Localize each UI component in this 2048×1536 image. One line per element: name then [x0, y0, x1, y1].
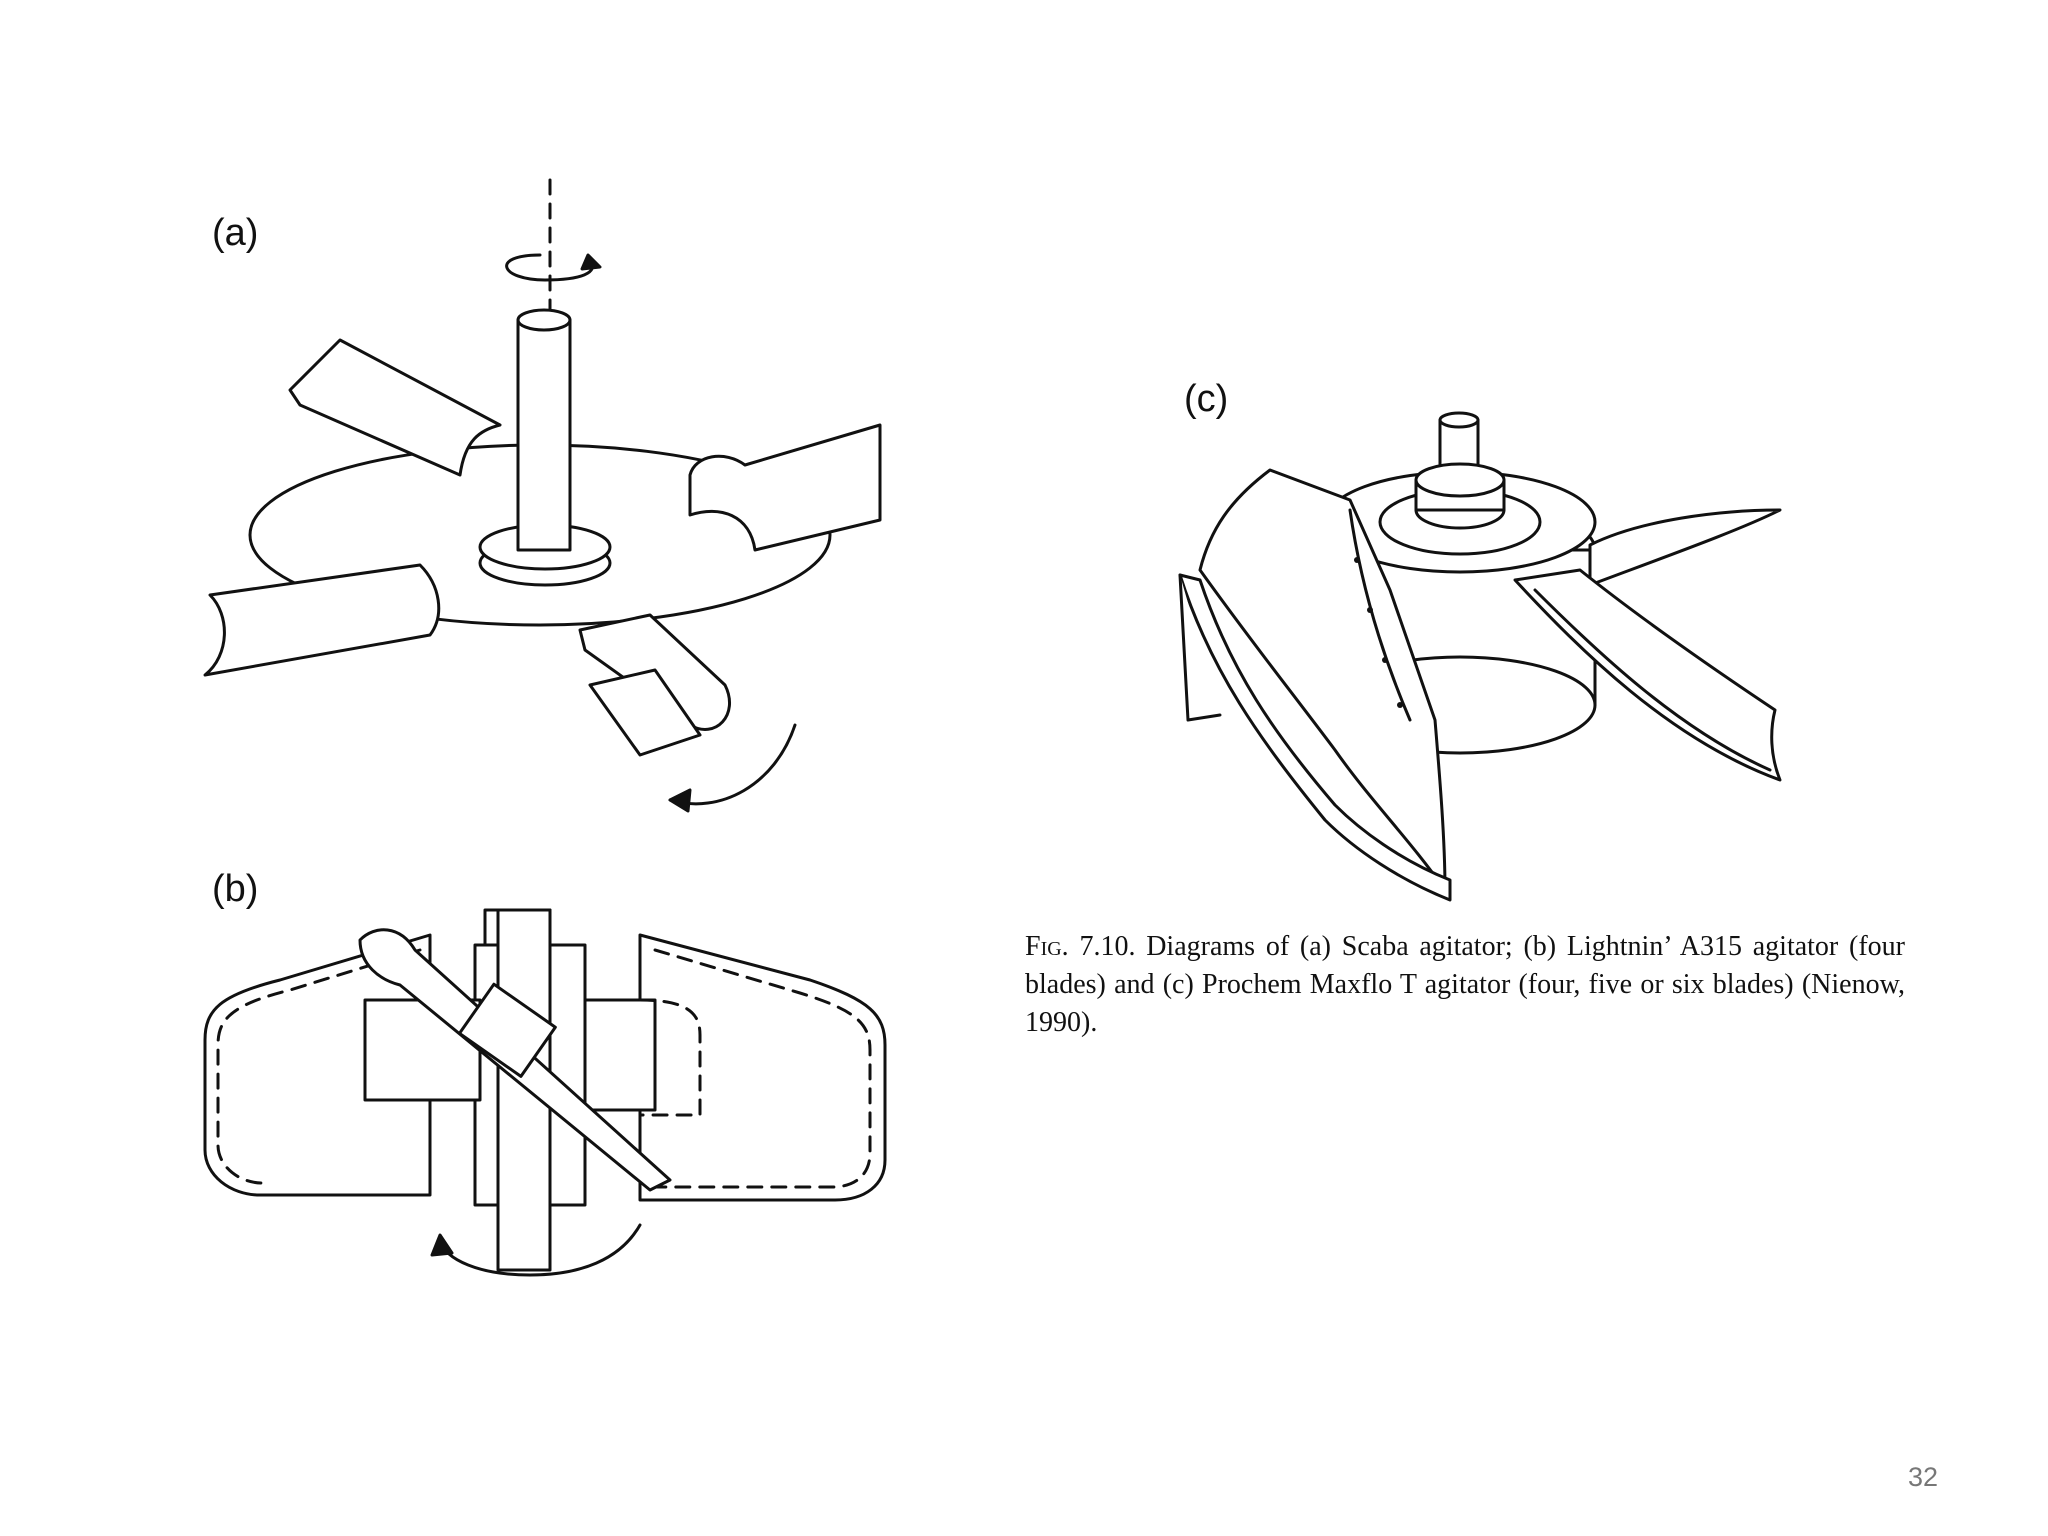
- caption-text: 7.10. Diagrams of (a) Scaba agitator; (b…: [1025, 931, 1905, 1038]
- panel-label-a: (a): [212, 212, 259, 254]
- scaba-agitator-drawing: [203, 178, 882, 813]
- figure-caption: Fig. 7.10. Diagrams of (a) Scaba agitato…: [1025, 928, 1905, 1042]
- lightnin-a315-drawing: [203, 908, 887, 1277]
- caption-fig-prefix: Fig.: [1025, 931, 1069, 962]
- panel-label-b: (b): [212, 868, 259, 910]
- prochem-maxflo-t-drawing: [1178, 411, 1782, 902]
- page-number: 32: [1907, 1462, 1938, 1492]
- panel-label-c: (c): [1184, 378, 1229, 420]
